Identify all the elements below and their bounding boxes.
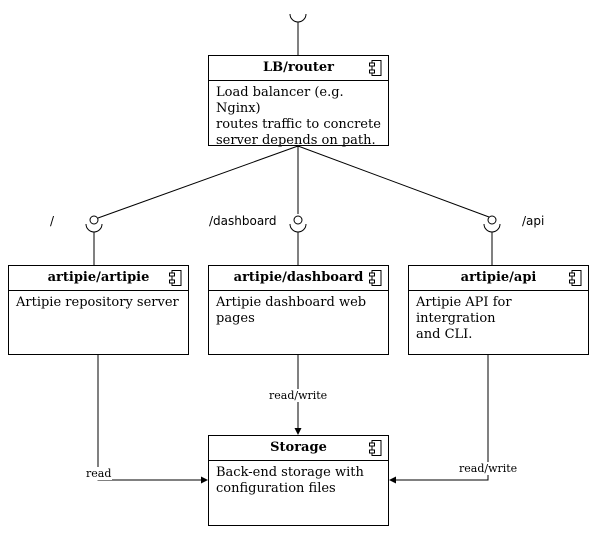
storage-description: Back-end storage with configuration file…	[209, 461, 388, 501]
api-interface-ball	[487, 215, 497, 225]
artipie-header: artipie/artipie	[9, 266, 188, 291]
api-title: artipie/api	[460, 270, 537, 285]
api-storage-edge-label: read/write	[458, 462, 519, 475]
api-component[interactable]: artipie/api Artipie API for intergration…	[408, 265, 589, 355]
api-description: Artipie API for intergration and CLI.	[409, 291, 588, 347]
root-interface-ball	[89, 215, 99, 225]
dashboard-interface-ball	[293, 215, 303, 225]
api-desc-line: Artipie API for intergration	[416, 295, 512, 326]
component-icon	[169, 270, 182, 286]
component-icon	[569, 270, 582, 286]
router-title: LB/router	[263, 60, 334, 75]
artipie-component[interactable]: artipie/artipie Artipie repository serve…	[8, 265, 189, 355]
artipie-storage-edge	[97, 355, 202, 481]
router-description: Load balancer (e.g. Nginx) routes traffi…	[209, 81, 388, 153]
artipie-desc-line: Artipie repository server	[16, 295, 179, 310]
dashboard-header: artipie/dashboard	[209, 266, 388, 291]
router-desc-line: Load balancer (e.g. Nginx)	[216, 85, 344, 116]
artipie-description: Artipie repository server	[9, 291, 188, 315]
api-desc-line: and CLI.	[416, 327, 473, 342]
root-interface-label: /	[50, 214, 55, 228]
router-component[interactable]: LB/router Load balancer (e.g. Nginx) rou…	[208, 55, 389, 148]
dashboard-desc-line: Artipie dashboard web	[216, 295, 367, 310]
storage-header: Storage	[209, 436, 388, 461]
dashboard-interface-label: /dashboard	[209, 214, 277, 228]
api-storage-arrowhead	[389, 476, 396, 484]
component-icon	[369, 440, 382, 456]
storage-desc-line: configuration files	[216, 481, 336, 496]
dashboard-title: artipie/dashboard	[233, 270, 364, 285]
dashboard-description: Artipie dashboard web pages	[209, 291, 388, 331]
component-icon	[369, 60, 382, 76]
router-to-root-line	[97, 145, 299, 219]
router-to-api-line	[297, 145, 490, 218]
storage-desc-line: Back-end storage with	[216, 465, 364, 480]
storage-component[interactable]: Storage Back-end storage with configurat…	[208, 435, 389, 526]
dashboard-desc-line: pages	[216, 311, 255, 326]
dashboard-storage-arrowhead	[294, 428, 302, 435]
dashboard-required-socket	[289, 223, 307, 233]
router-desc-line: routes traffic to concrete	[216, 117, 381, 132]
artipie-title: artipie/artipie	[47, 270, 150, 285]
api-storage-edge	[395, 355, 489, 481]
api-interface-label: /api	[522, 214, 545, 228]
api-header: artipie/api	[409, 266, 588, 291]
api-required-socket	[483, 223, 501, 233]
artipie-storage-edge-label: read	[85, 467, 113, 480]
router-desc-line: server depends on path.	[216, 133, 376, 148]
component-icon	[369, 270, 382, 286]
storage-title: Storage	[270, 440, 327, 455]
dashboard-storage-edge-label: read/write	[268, 389, 329, 402]
router-required-socket	[289, 13, 307, 23]
router-header: LB/router	[209, 56, 388, 81]
dashboard-component[interactable]: artipie/dashboard Artipie dashboard web …	[208, 265, 389, 355]
artipie-storage-arrowhead	[201, 476, 208, 484]
artipie-required-socket	[85, 223, 103, 233]
